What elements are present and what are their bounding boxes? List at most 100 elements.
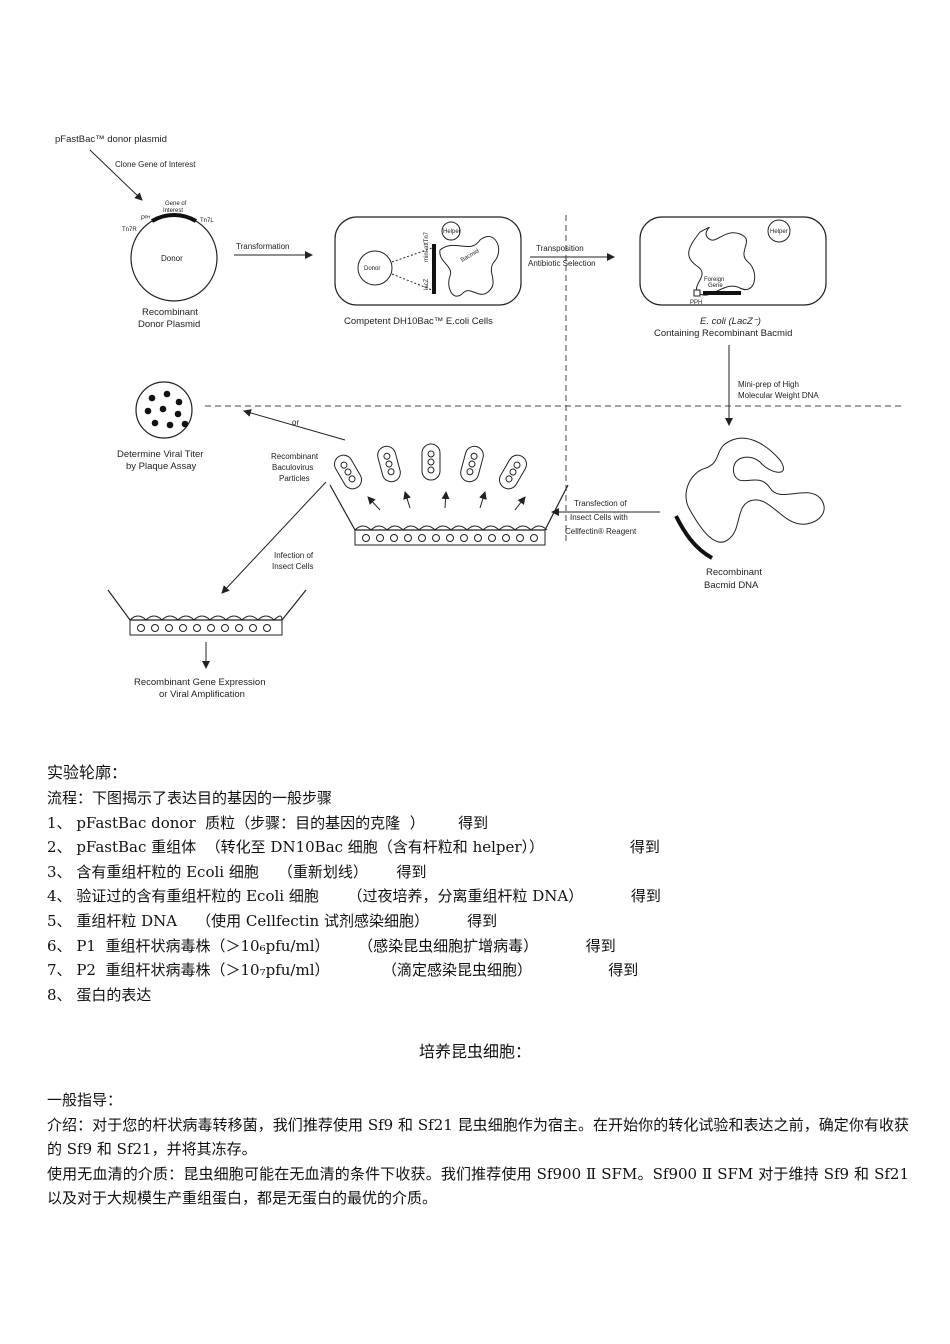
donor-plasmid-title: pFastBac™ donor plasmid	[55, 134, 167, 145]
step-7: 7、 P2 重组杆状病毒株（＞10₇pfu/ml） （滴定感染昆虫细胞） 得到	[47, 958, 909, 983]
step-number: 3、	[47, 862, 72, 881]
recombinant-bacmid-loops	[688, 226, 756, 296]
transfected-dish-base	[354, 529, 546, 546]
clone-gene-label: Clone Gene of Interest	[115, 160, 196, 169]
insertion-line-bottom	[391, 273, 433, 291]
step-text: pFastBac 重组体 （转化至 DN10Bac 细胞（含有杆粒和 helpe…	[76, 838, 660, 857]
tn7l-label: Tn7L	[200, 218, 214, 224]
infection-arrow	[221, 481, 327, 594]
foreign-gene-line2: Gene	[708, 283, 723, 289]
transformation-label: Transformation	[236, 242, 290, 251]
step-text: pFastBac donor 质粒（步骤：目的基因的克隆 ） 得到	[76, 813, 489, 832]
tn7r-label: Tn7R	[122, 227, 137, 233]
transfection-line2: Insect Cells with	[570, 513, 628, 522]
antibiotic-selection-label: Antibiotic Selection	[528, 259, 596, 268]
recombinant-bacmid-line2: Bacmid DNA	[704, 580, 759, 591]
containing-bacmid-label: Containing Recombinant Bacmid	[654, 328, 792, 339]
titer-line2: by Plaque Assay	[126, 461, 196, 472]
infected-dish-base	[129, 619, 283, 636]
transfection-line3: Cellfectin® Reagent	[565, 527, 637, 536]
transposition-label: Transposition	[536, 244, 584, 253]
step-number: 2、	[47, 838, 72, 857]
infection-line2: Insect Cells	[272, 562, 313, 571]
titer-line1: Determine Viral Titer	[117, 449, 203, 460]
bacmid-dna-insert	[674, 515, 714, 560]
plaques	[144, 390, 189, 429]
pph-marker	[693, 289, 701, 297]
recombinant-bacmid-line1: Recombinant	[706, 567, 762, 578]
donor-small-circle	[357, 250, 393, 286]
step-text: P2 重组杆状病毒株（＞10₇pfu/ml） （滴定感染昆虫细胞） 得到	[76, 961, 639, 980]
infection-line1: Infection of	[274, 551, 314, 560]
baculovirus-particles	[334, 443, 527, 490]
step-text: P1 重组杆状病毒株（＞10₆pfu/ml） （感染昆虫细胞扩增病毒） 得到	[76, 936, 616, 955]
step-text: 重组杆粒 DNA （使用 Cellfectin 试剂感染细胞） 得到	[76, 911, 498, 930]
step-8: 8、 蛋白的表达	[47, 983, 909, 1008]
titer-arrow	[243, 409, 346, 441]
outline-section: 实验轮廓： 流程：下图揭示了表达目的基因的一般步骤 1、 pFastBac do…	[47, 760, 909, 1007]
transfected-dish	[329, 484, 569, 531]
step-1: 1、 pFastBac donor 质粒（步骤：目的基因的克隆 ） 得到	[47, 811, 909, 836]
culture-section: 一般指导： 介绍：对于您的杆状病毒转移菌，我们推荐使用 Sf9 和 Sf21 昆…	[47, 1088, 909, 1211]
recombinant-donor-line2: Donor Plasmid	[138, 319, 200, 330]
baculovirus-workflow-diagram: pFastBac™ donor plasmid Clone Gene of In…	[55, 134, 905, 700]
step-2: 2、 pFastBac 重组体 （转化至 DN10Bac 细胞（含有杆粒和 he…	[47, 835, 909, 860]
step-number: 5、	[47, 911, 72, 930]
or-label: or	[292, 418, 299, 427]
miniprep-line2: Molecular Weight DNA	[738, 391, 819, 400]
particles-line1: Recombinant	[271, 452, 319, 461]
helper-label-2: Helper	[770, 229, 788, 235]
step-text: 蛋白的表达	[76, 985, 152, 1004]
foreign-gene-bar	[703, 291, 741, 295]
general-guidance-heading: 一般指导：	[47, 1091, 123, 1109]
bacmid-dna-strand	[685, 437, 825, 543]
step-number: 6、	[47, 936, 72, 955]
competent-cell-box	[334, 216, 522, 306]
competent-cells-label: Competent DH10Bac™ E.coli Cells	[344, 316, 493, 327]
step-text: 验证过的含有重组杆粒的 Ecoli 细胞 （过夜培养，分离重组杆粒 DNA） 得…	[76, 887, 661, 906]
ecoli-lacz-label: E. coli (LacZ⁻)	[700, 316, 761, 327]
helper-circle-2	[767, 219, 791, 243]
outline-heading: 实验轮廓：	[47, 763, 128, 782]
transfected-cell-row	[362, 534, 538, 542]
gene-of-interest-bar	[150, 213, 198, 223]
infected-dish	[107, 589, 307, 621]
particles-line2: Baculovirus	[272, 463, 313, 472]
bacmid-loops	[439, 236, 500, 297]
gene-of-interest-line2: Interest	[163, 208, 183, 214]
culture-title: 培养昆虫细胞：	[418, 1042, 531, 1061]
step-6: 6、 P1 重组杆状病毒株（＞10₆pfu/ml） （感染昆虫细胞扩增病毒） 得…	[47, 934, 909, 959]
serum-free-paragraph: 使用无血清的介质：昆虫细胞可能在无血清的条件下收获。我们推荐使用 Sf900 Ⅱ…	[47, 1164, 909, 1208]
pph-label: PPH	[690, 300, 702, 306]
mini-att-label: mini-attTn7	[424, 231, 430, 262]
step-3: 3、 含有重组杆粒的 Ecoli 细胞 （重新划线） 得到	[47, 860, 909, 885]
attTn7-site	[432, 244, 436, 294]
gene-of-interest-line1: Gene of	[165, 201, 187, 207]
helper-label: Helper	[443, 229, 461, 235]
lacz-label: lacZ	[424, 278, 430, 290]
clone-arrow	[89, 149, 143, 201]
bacmid-label: Bacmid	[460, 249, 480, 264]
helper-circle	[441, 221, 461, 241]
insertion-line-top	[391, 247, 433, 263]
intro-paragraph: 介绍：对于您的杆状病毒转移菌，我们推荐使用 Sf9 和 Sf21 昆虫细胞作为宿…	[47, 1115, 909, 1159]
plaque-assay-dish	[135, 381, 193, 439]
flow-intro: 流程：下图揭示了表达目的基因的一般步骤	[47, 789, 333, 807]
expression-line1: Recombinant Gene Expression	[134, 677, 266, 688]
step-number: 7、	[47, 961, 72, 980]
budding-arrows	[367, 491, 526, 511]
recombinant-donor-line1: Recombinant	[142, 307, 198, 318]
particles-line3: Particles	[279, 474, 310, 483]
foreign-gene-line1: Foreign	[704, 277, 724, 283]
donor-small-label: Donor	[364, 266, 380, 272]
promoter-label: Pᴾᴴ	[141, 215, 151, 222]
donor-label: Donor	[161, 254, 183, 263]
step-4: 4、 验证过的含有重组杆粒的 Ecoli 细胞 （过夜培养，分离重组杆粒 DNA…	[47, 884, 909, 909]
step-5: 5、 重组杆粒 DNA （使用 Cellfectin 试剂感染细胞） 得到	[47, 909, 909, 934]
infected-cell-row	[137, 624, 271, 632]
ecoli-cell-box	[639, 216, 827, 306]
step-number: 8、	[47, 985, 72, 1004]
step-text: 含有重组杆粒的 Ecoli 细胞 （重新划线） 得到	[76, 862, 427, 881]
step-number: 4、	[47, 887, 72, 906]
expression-line2: or Viral Amplification	[159, 689, 245, 700]
